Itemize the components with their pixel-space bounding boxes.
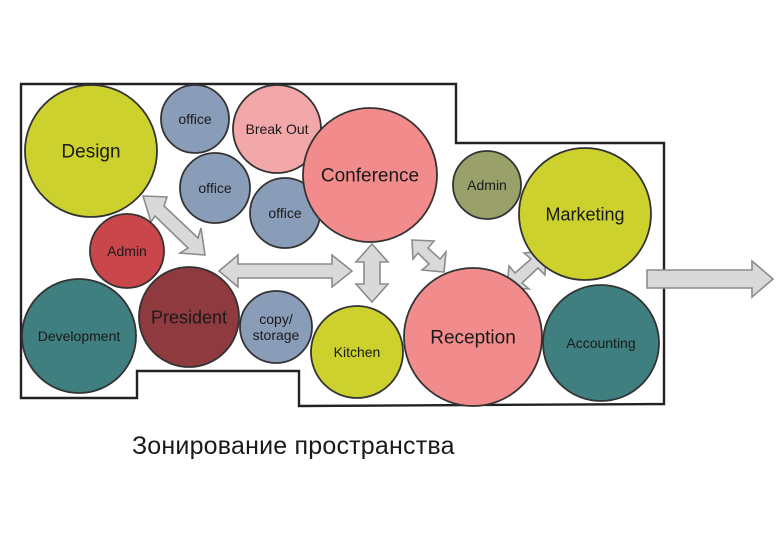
zone-label: office bbox=[178, 111, 211, 127]
zone-label: Admin bbox=[107, 243, 147, 259]
zone-circle bbox=[518, 147, 652, 281]
zone-label: Reception bbox=[430, 328, 516, 349]
exit-arrow bbox=[646, 259, 775, 299]
zone-circle bbox=[542, 284, 660, 402]
floor-plan-outline bbox=[19, 82, 666, 408]
zone-circle bbox=[24, 84, 158, 218]
zone-copy-storage: copy/storage bbox=[239, 290, 313, 364]
zone-label: copy/storage bbox=[253, 311, 300, 343]
zone-circle bbox=[452, 150, 522, 220]
zone-label: Marketing bbox=[545, 204, 624, 224]
zone-break-out: Break Out bbox=[232, 84, 322, 174]
zone-office-1: office bbox=[160, 84, 230, 154]
zone-office-2: office bbox=[179, 152, 251, 224]
zone-circle bbox=[160, 84, 230, 154]
zone-label: Kitchen bbox=[334, 344, 381, 360]
zone-president: President bbox=[138, 266, 240, 368]
zone-marketing: Marketing bbox=[518, 147, 652, 281]
zone-circle bbox=[310, 305, 404, 399]
zone-development: Development bbox=[21, 278, 137, 394]
zone-label: Design bbox=[61, 142, 120, 163]
zone-label: Conference bbox=[321, 166, 419, 187]
double-arrow bbox=[354, 242, 390, 304]
zone-circle bbox=[89, 213, 165, 289]
zone-circle bbox=[179, 152, 251, 224]
zone-reception: Reception bbox=[403, 267, 543, 407]
double-arrow bbox=[217, 253, 354, 289]
circulation-arrows bbox=[141, 195, 775, 304]
zone-circle bbox=[403, 267, 543, 407]
zone-label: office bbox=[268, 205, 301, 221]
zone-circle bbox=[302, 107, 438, 243]
zone-kitchen: Kitchen bbox=[310, 305, 404, 399]
zone-label: Admin bbox=[467, 177, 507, 193]
zone-label: office bbox=[198, 180, 231, 196]
zone-circle bbox=[138, 266, 240, 368]
zone-office-3: office bbox=[249, 177, 321, 249]
zone-conference: Conference bbox=[302, 107, 438, 243]
zone-label: President bbox=[151, 307, 227, 327]
zone-label: Development bbox=[38, 328, 121, 344]
diagram-caption: Зонирование пространства bbox=[132, 432, 455, 460]
zone-accounting: Accounting bbox=[542, 284, 660, 402]
double-arrow bbox=[141, 195, 206, 256]
zone-label: Accounting bbox=[566, 335, 635, 351]
zone-circle bbox=[21, 278, 137, 394]
zone-label: Break Out bbox=[245, 121, 308, 137]
zone-admin-right: Admin bbox=[452, 150, 522, 220]
double-arrow bbox=[411, 239, 448, 273]
zone-circle bbox=[239, 290, 313, 364]
zone-admin-left: Admin bbox=[89, 213, 165, 289]
zone-design: Design bbox=[24, 84, 158, 218]
